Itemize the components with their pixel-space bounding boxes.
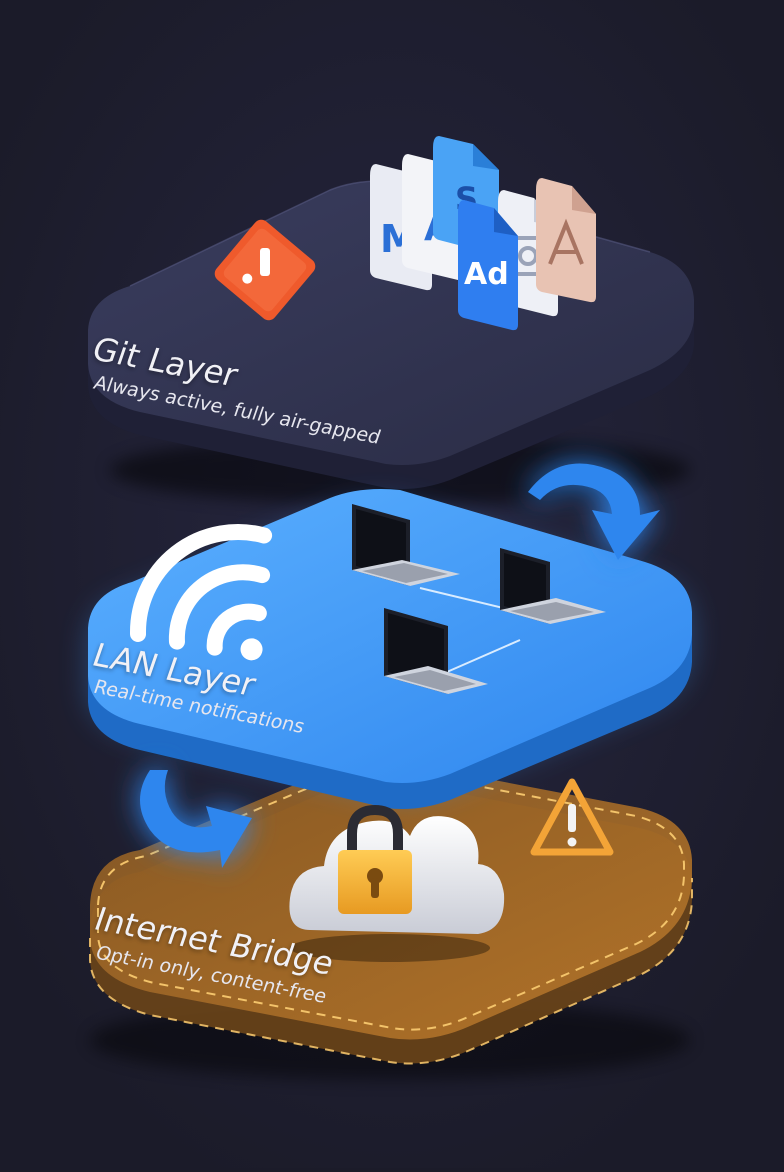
sync-arrow-icon — [140, 770, 252, 868]
document-icon-ad: Ad — [458, 200, 518, 331]
document-stack: M A S Ad — [370, 136, 596, 331]
laptop-icon — [500, 548, 606, 624]
laptop-icon — [384, 608, 488, 694]
warning-icon — [530, 778, 614, 856]
sync-arrow-icon — [528, 463, 660, 560]
wifi-icon — [130, 524, 273, 661]
laptop-icon — [352, 504, 460, 586]
cloud-lock-icon — [289, 804, 505, 962]
document-icon-pdf — [536, 178, 596, 303]
doc-letter-ad: Ad — [464, 257, 509, 292]
alert-document-icon — [214, 219, 316, 321]
